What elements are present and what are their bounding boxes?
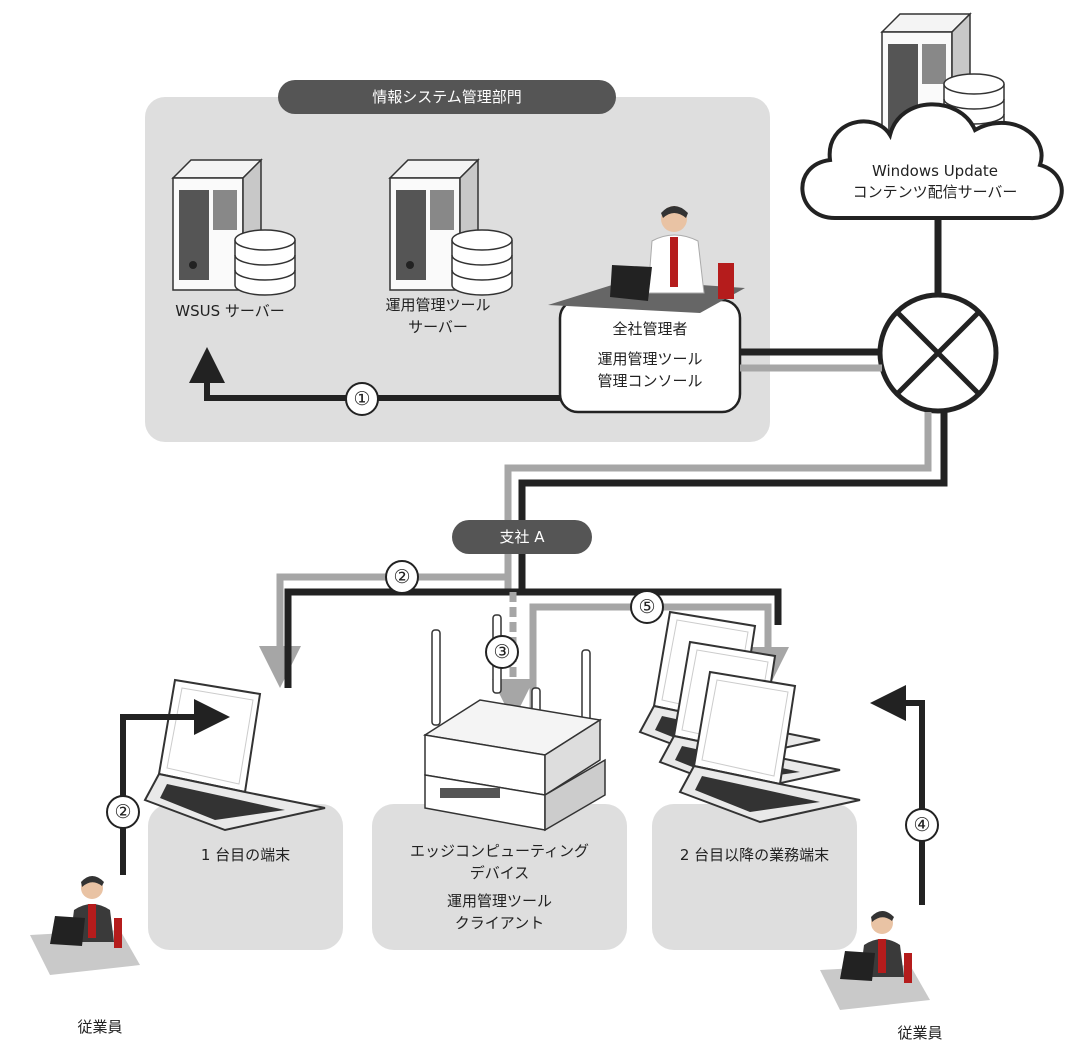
step-2-marker-top: ② <box>385 560 419 594</box>
employee-right-label: 従業員 <box>897 1024 943 1042</box>
admin-line2: 管理コンソール <box>597 372 703 390</box>
edge-device-label-2: デバイス <box>469 864 530 882</box>
admin-title: 全社管理者 <box>612 320 688 338</box>
other-terminals-label: 2 台目以降の業務端末 <box>679 846 830 864</box>
cloud-label-1: Windows Update <box>871 162 999 180</box>
edge-device-icon <box>422 614 606 832</box>
admin-person-icon <box>610 206 734 301</box>
employee-left-label: 従業員 <box>77 1018 123 1036</box>
router-icon <box>877 292 999 414</box>
employee-right-arrow <box>870 685 925 905</box>
hq-group-title: 情報システム管理部門 <box>278 80 616 114</box>
step-3-marker: ③ <box>485 635 519 669</box>
step-5-marker: ⑤ <box>630 590 664 624</box>
first-terminal-panel <box>148 804 343 950</box>
first-terminal-label: 1 台目の端末 <box>200 846 291 864</box>
mgmt-tool-server-label-2: サーバー <box>408 318 468 336</box>
edge-device-label-4: クライアント <box>454 914 545 932</box>
step5-dark-line <box>522 588 782 625</box>
first-terminal-laptop-icon <box>144 679 326 831</box>
wsus-server-label: WSUS サーバー <box>175 302 285 320</box>
edge-device-label-3: 運用管理ツール <box>446 892 552 910</box>
step-1-marker: ① <box>345 382 379 416</box>
cloud-label-2: コンテンツ配信サーバー <box>852 183 1018 201</box>
admin-line1: 運用管理ツール <box>597 350 703 368</box>
step1-arrow <box>189 347 560 401</box>
cloud-shape <box>800 102 1064 221</box>
edge-device-panel <box>372 804 627 950</box>
edge-device-label-1: エッジコンピューティング <box>409 842 590 860</box>
mgmt-tool-server-label-1: 運用管理ツール <box>385 296 491 314</box>
other-terminal-laptop-icon-3 <box>679 671 861 823</box>
step-2-marker-left: ② <box>106 795 140 829</box>
step-4-marker: ④ <box>905 808 939 842</box>
other-terminals-panel <box>652 804 857 950</box>
step2-dark-line <box>284 588 522 688</box>
branch-title: 支社 A <box>452 520 592 554</box>
employee-left-icon <box>30 876 140 975</box>
step2-gray-arrow <box>259 573 508 688</box>
